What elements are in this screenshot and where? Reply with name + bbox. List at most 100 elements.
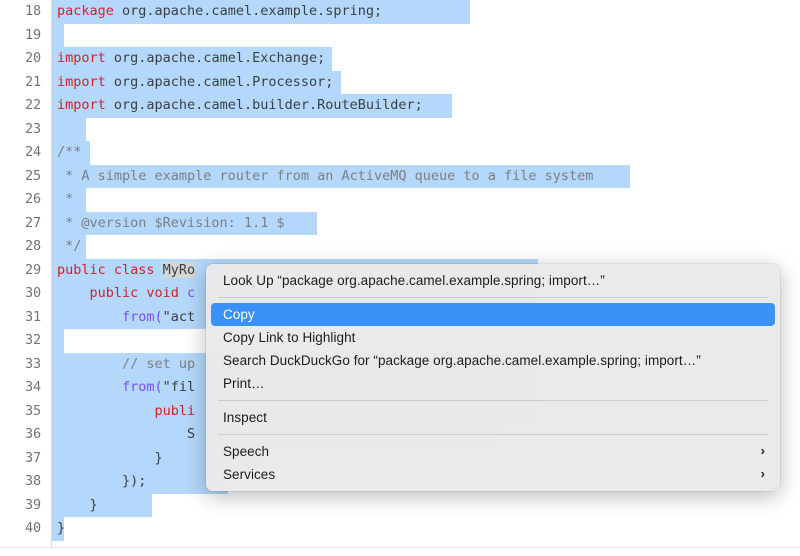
code-text: }); — [57, 470, 146, 494]
code-line: 26 * — [0, 188, 800, 212]
code-text: */ — [57, 235, 81, 259]
chevron-right-icon: › — [760, 466, 765, 481]
code-text: public void c — [57, 282, 196, 306]
code-token-lnk[interactable]: MyRo — [162, 261, 196, 278]
line-number: 34 — [24, 379, 41, 395]
line-number: 36 — [24, 426, 41, 442]
text-selection-context-menu[interactable]: Look Up “package org.apache.camel.exampl… — [206, 264, 780, 491]
code-line: 27 * @version $Revision: 1.1 $ — [0, 211, 800, 236]
line-number: 31 — [24, 308, 41, 325]
line-number: 25 — [24, 167, 41, 184]
selection-highlight — [52, 517, 64, 541]
selection-highlight — [52, 329, 64, 353]
code-line: 19 — [0, 23, 800, 47]
code-token-kw: public void — [57, 285, 188, 301]
code-text: import org.apache.camel.builder.RouteBui… — [57, 94, 423, 118]
code-text: from("act — [57, 306, 195, 330]
viewer-bottom-border — [0, 547, 800, 548]
selection-highlight — [52, 23, 64, 47]
code-text: } — [57, 447, 163, 471]
code-line: 20 import org.apache.camel.Exchange; — [0, 47, 800, 71]
menu-item-look-up[interactable]: Look Up “package org.apache.camel.exampl… — [211, 269, 775, 292]
selection-highlight — [52, 70, 341, 94]
code-token-id: "act — [162, 308, 196, 325]
code-text: * @version $Revision: 1.1 $ — [57, 212, 285, 236]
code-text: } — [57, 517, 65, 541]
code-text: from("fil — [57, 376, 195, 400]
selection-highlight — [52, 94, 452, 118]
line-number: 18 — [24, 3, 41, 19]
gutter-divider — [51, 0, 52, 548]
code-text: S — [57, 423, 195, 447]
menu-separator — [218, 400, 768, 401]
code-token-pn: } — [57, 520, 66, 536]
menu-item-label: Copy — [223, 307, 255, 322]
selection-highlight — [52, 211, 317, 235]
code-token-cmt: * A simple example router from an Active… — [57, 167, 594, 184]
menu-item-copy[interactable]: Copy — [211, 303, 775, 326]
code-token-kw: publi — [154, 402, 196, 419]
chevron-right-icon: › — [760, 443, 765, 458]
code-token-kw: import — [57, 97, 114, 113]
code-token-id: org.apache.camel.Processor; — [113, 73, 334, 90]
line-number: 33 — [24, 355, 41, 372]
line-number: 28 — [24, 238, 41, 254]
code-line: 24/** — [0, 141, 800, 165]
code-token-id: "fil — [162, 379, 196, 395]
menu-item-label: Inspect — [223, 410, 267, 425]
selection-highlight — [52, 117, 86, 141]
line-number: 20 — [24, 50, 41, 66]
selection-highlight — [52, 47, 332, 71]
code-token-cmt: // set up — [57, 355, 196, 372]
menu-item-speech[interactable]: Speech› — [211, 440, 775, 463]
code-line: 25 * A simple example router from an Act… — [0, 164, 800, 189]
selection-highlight — [52, 493, 152, 517]
menu-item-label: Copy Link to Highlight — [223, 330, 356, 345]
code-token-id: S — [57, 426, 196, 442]
code-text: * A simple example router from an Active… — [57, 165, 593, 189]
code-token-id: org.apache.camel.builder.RouteBuilder; — [113, 97, 423, 113]
code-line: 23 — [0, 117, 800, 141]
menu-item-copy-link-to-highlight[interactable]: Copy Link to Highlight — [211, 326, 775, 349]
line-number: 37 — [24, 449, 41, 466]
line-number: 40 — [24, 520, 41, 536]
code-line: 39 } — [0, 493, 800, 517]
line-number: 29 — [24, 261, 41, 278]
line-number: 26 — [24, 191, 41, 207]
code-token-cmt: * @version $Revision: 1.1 $ — [57, 214, 285, 231]
line-number: 27 — [24, 214, 41, 231]
code-token-id: org.apache.camel.Exchange; — [113, 50, 326, 66]
code-token-fn: from( — [122, 379, 163, 395]
code-token-fn: c — [187, 285, 196, 301]
code-token-kw: package — [57, 3, 123, 19]
selection-highlight — [52, 164, 630, 188]
menu-item-print[interactable]: Print… — [211, 372, 775, 395]
code-token-fn: from( — [122, 308, 163, 325]
code-line: 28 */ — [0, 235, 800, 259]
code-token-cmt: */ — [57, 238, 82, 254]
menu-item-label: Look Up “package org.apache.camel.exampl… — [223, 273, 605, 288]
code-text: publi — [57, 400, 196, 424]
code-text: import org.apache.camel.Processor; — [57, 71, 333, 95]
code-line: 21 import org.apache.camel.Processor; — [0, 70, 800, 95]
code-text: import org.apache.camel.Exchange; — [57, 47, 325, 71]
selection-highlight — [52, 235, 86, 259]
line-number: 19 — [24, 26, 41, 43]
code-token-id — [57, 379, 122, 395]
menu-item-services[interactable]: Services› — [211, 463, 775, 486]
selection-highlight — [52, 0, 470, 24]
selection-highlight — [52, 188, 86, 212]
code-token-kw: public class — [57, 261, 163, 278]
code-text: // set up — [57, 353, 195, 377]
menu-item-inspect[interactable]: Inspect — [211, 406, 775, 429]
line-number: 21 — [24, 73, 41, 90]
menu-item-search-duckduckgo[interactable]: Search DuckDuckGo for “package org.apach… — [211, 349, 775, 372]
code-token-pn: }); — [57, 473, 147, 489]
menu-separator — [218, 297, 768, 298]
code-token-kw: import — [57, 73, 114, 90]
code-token-kw: import — [57, 50, 114, 66]
code-text: package org.apache.camel.example.spring; — [57, 0, 382, 24]
code-token-id: org.apache.camel.example.spring; — [122, 3, 383, 19]
code-token-id — [57, 403, 155, 419]
